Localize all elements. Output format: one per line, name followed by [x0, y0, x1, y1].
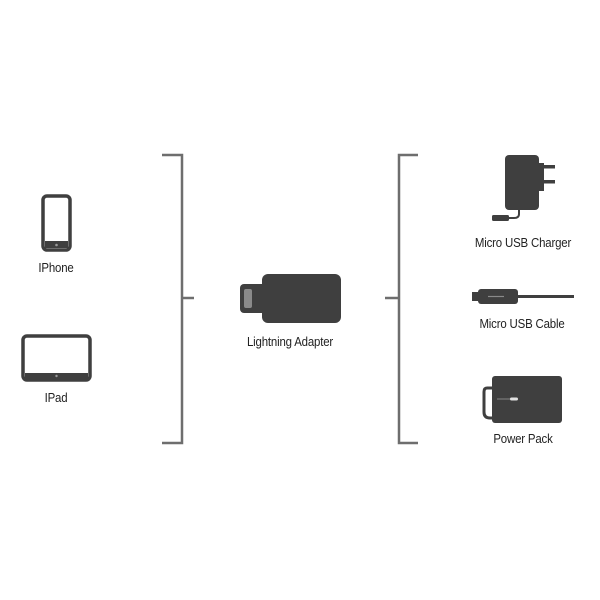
iphone-icon: [41, 194, 72, 252]
power-pack-label: Power Pack: [493, 431, 553, 446]
ipad-label: IPad: [44, 390, 68, 405]
ipad-icon: [21, 334, 92, 382]
micro-usb-charger-icon: [492, 155, 555, 221]
micro-usb-cable-label: Micro USB Cable: [479, 316, 565, 331]
lightning-adapter-icon: [240, 274, 341, 323]
power-pack-icon: [482, 376, 562, 423]
right-bracket: [385, 153, 418, 445]
lightning-adapter-label: Lightning Adapter: [246, 334, 334, 349]
iphone-label: IPhone: [38, 260, 74, 275]
micro-usb-cable-icon: [472, 289, 574, 304]
micro-usb-charger-label: Micro USB Charger: [474, 235, 572, 250]
left-bracket: [162, 153, 194, 445]
